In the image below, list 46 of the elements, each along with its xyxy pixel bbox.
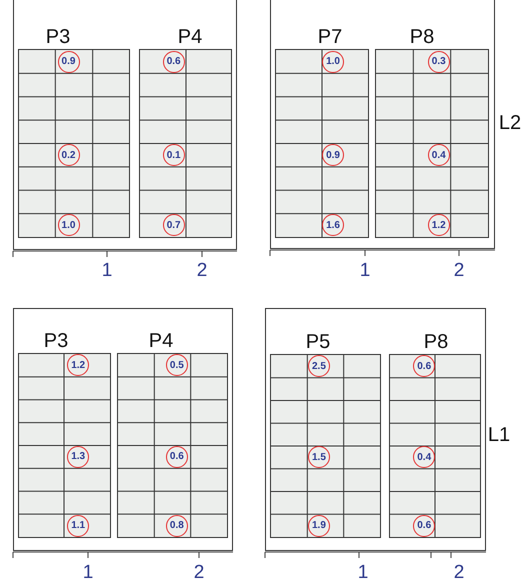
value-circle: 0.3 bbox=[428, 50, 450, 73]
value-circle: 1.6 bbox=[322, 214, 344, 236]
plot-heading: P7 bbox=[318, 25, 342, 49]
value-circle: 2.5 bbox=[308, 355, 330, 378]
plot-heading: P3 bbox=[46, 25, 70, 49]
value-circle: 0.5 bbox=[166, 354, 188, 376]
row-label: L2 bbox=[498, 113, 522, 133]
tick-label: 2 bbox=[196, 261, 208, 281]
panel-frame bbox=[265, 308, 486, 551]
value-circle: 0.6 bbox=[413, 514, 436, 537]
tick-label: 2 bbox=[454, 261, 464, 281]
value-circle: 1.9 bbox=[308, 514, 330, 537]
value-circle: 0.9 bbox=[322, 144, 344, 166]
value-circle: 0.4 bbox=[413, 446, 436, 468]
value-circle: 0.8 bbox=[166, 514, 188, 537]
value-circle: 0.4 bbox=[428, 144, 450, 166]
plot-heading: P8 bbox=[424, 330, 448, 354]
plot-heading: P5 bbox=[306, 330, 330, 354]
plot-heading: P4 bbox=[148, 329, 174, 353]
tick-label: 1 bbox=[82, 563, 94, 583]
tick-label: 2 bbox=[194, 563, 204, 583]
value-circle: 0.6 bbox=[413, 355, 436, 378]
tick-label: 2 bbox=[454, 563, 464, 583]
row-label: L1 bbox=[488, 425, 510, 445]
value-circle: 1.2 bbox=[428, 214, 450, 236]
value-circle: 0.6 bbox=[162, 50, 185, 73]
tick-label: 1 bbox=[360, 261, 370, 281]
value-circle: 1.1 bbox=[67, 514, 90, 537]
value-circle: 0.1 bbox=[162, 144, 185, 166]
value-circle: 1.0 bbox=[322, 50, 344, 73]
value-circle: 1.3 bbox=[67, 446, 90, 468]
value-circle: 1.2 bbox=[67, 354, 90, 376]
value-circle: 0.7 bbox=[162, 214, 185, 236]
value-circle: 1.5 bbox=[308, 446, 330, 468]
plot-heading: P8 bbox=[410, 25, 434, 49]
plot-heading: P3 bbox=[44, 329, 68, 353]
panel-frame bbox=[13, 0, 237, 250]
value-circle: 0.9 bbox=[58, 50, 80, 73]
value-circle: 0.2 bbox=[58, 144, 80, 166]
tick-label: 1 bbox=[102, 261, 112, 281]
value-circle: 1.0 bbox=[58, 214, 80, 236]
value-circle: 0.6 bbox=[166, 446, 188, 468]
tick-label: 1 bbox=[358, 563, 368, 583]
panel-frame bbox=[270, 0, 495, 249]
panel-frame bbox=[13, 308, 233, 551]
plot-heading: P4 bbox=[178, 25, 202, 49]
